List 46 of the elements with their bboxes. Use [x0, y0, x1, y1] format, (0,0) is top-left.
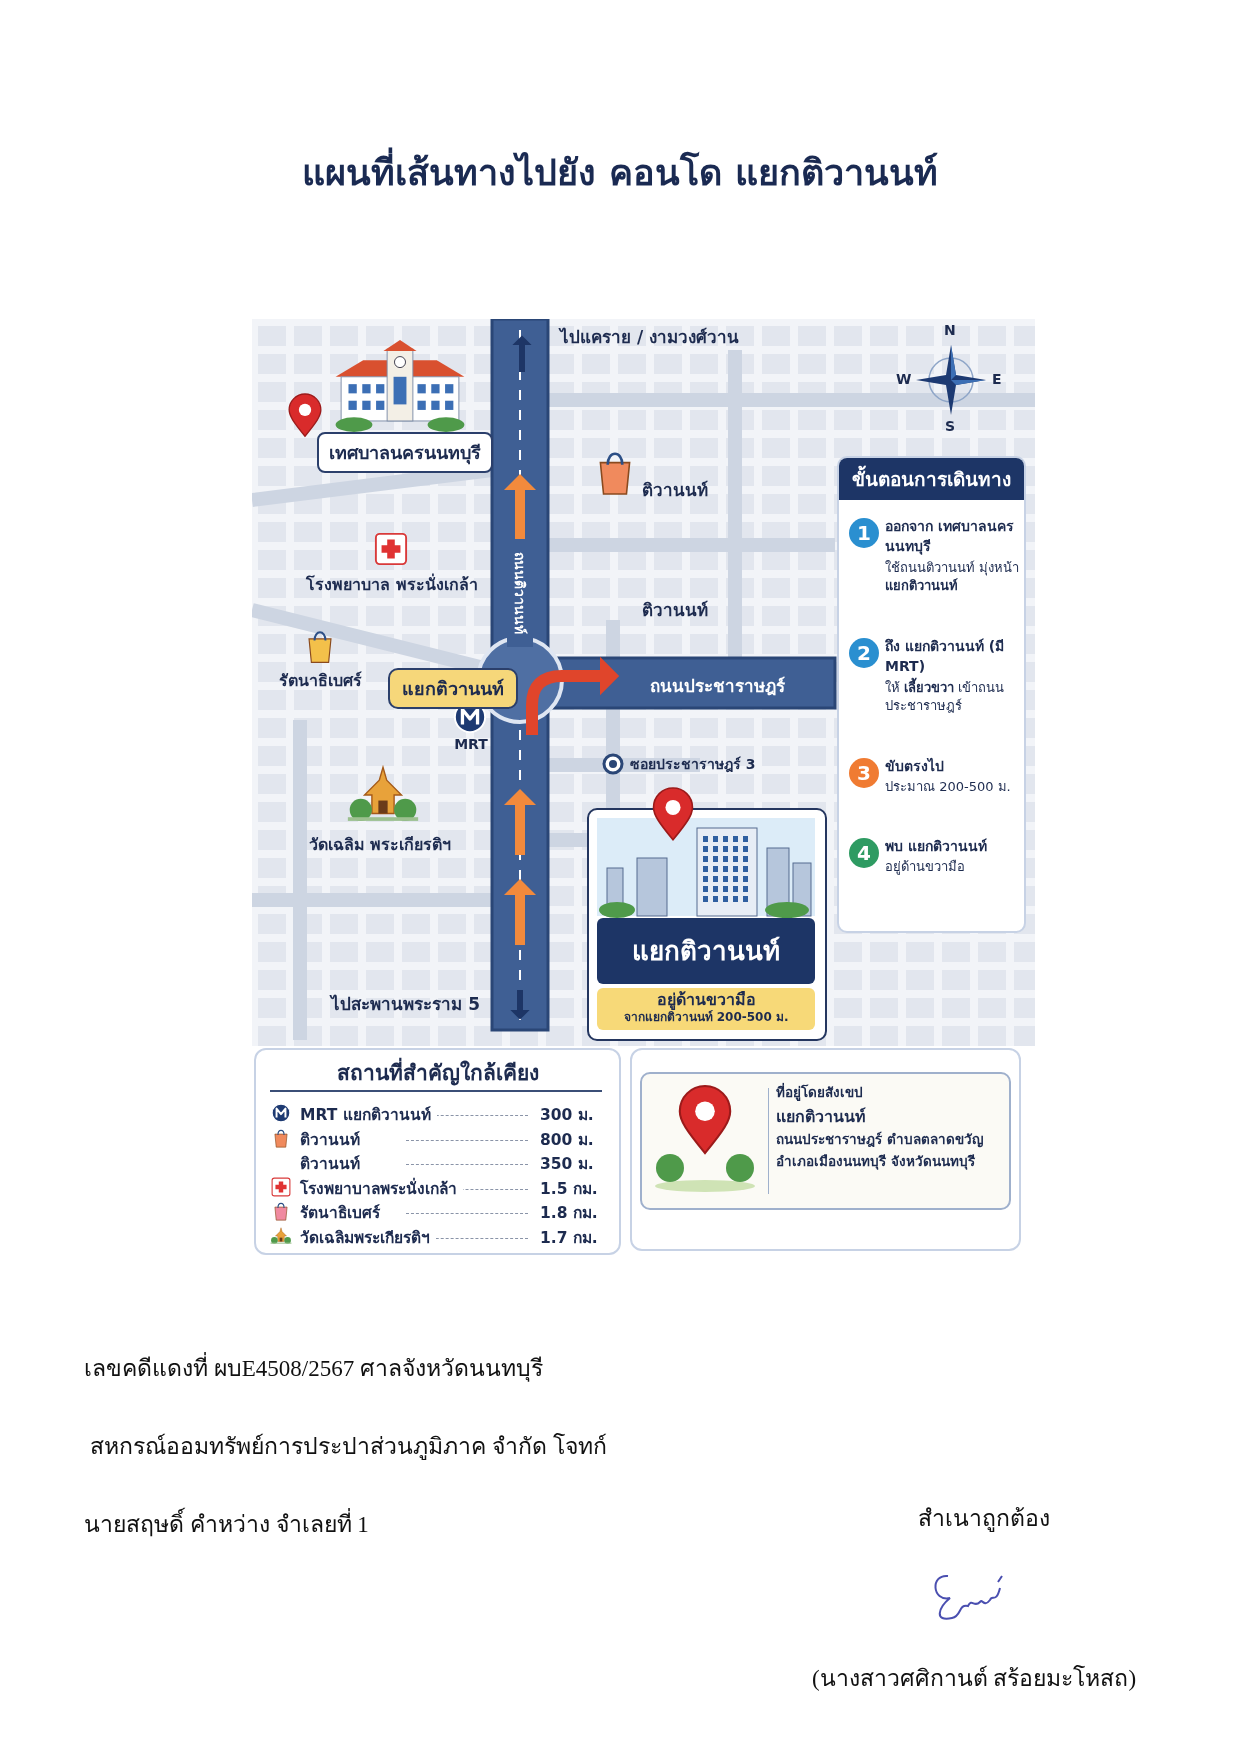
road-label: ไปสะพานพระราม 5 [328, 993, 480, 1016]
note-text: จากแยกติวานนท์ 200-500 ม. [622, 1010, 790, 1025]
document-text: นายสฤษดิ์ คำหว่าง จำเลยที่ 1 [84, 1506, 369, 1542]
intersection-label: แยกติวานนท์ [388, 668, 518, 709]
compass-letter: S [945, 418, 956, 434]
panel-header: ขั้นตอนการเดินทาง [839, 458, 1024, 500]
step-text: ถึง แยกติวานนท์ (มี MRT) [885, 637, 1006, 677]
property-name-banner: แยกติวานนท์ [597, 918, 815, 984]
address-box [640, 1072, 1011, 1210]
landmark-label: เทศบาลนครนนทบุรี [317, 432, 493, 473]
compass-letter: W [896, 371, 912, 387]
step-number: 3 [849, 758, 879, 788]
nearby-places-panel [254, 1048, 621, 1255]
signer-name: (นางสาวศศิกานต์ สร้อยมะโหสถ) [812, 1664, 1137, 1693]
step-number: 4 [849, 838, 879, 868]
compass-letter: N [944, 322, 956, 338]
note-heading: อยู่ด้านขวามือ [656, 989, 757, 1010]
step-text: พบ แยกติวานนท์ [885, 837, 988, 856]
address-name: แยกติวานนท์ [776, 1105, 867, 1128]
address-text: ถนนประชาราษฎร์ ตำบลตลาดขวัญ อำเภอเมืองนนทบุรี จังหวัดนนทบุรี [776, 1130, 985, 1172]
step-text: ออกจาก เทศบาลนครนนทบุรี [885, 517, 1015, 557]
road-label: ซอยประชาราษฎร์ 3 [630, 755, 756, 775]
address-heading: ที่อยู่โดยสังเขป [776, 1082, 864, 1103]
panel-header: สถานที่สำคัญใกล้เคียง [256, 1056, 619, 1089]
step-number: 2 [849, 638, 879, 668]
road-label: ถนนประชาราษฎร์ [650, 675, 785, 698]
document-text: สหกรณ์ออมทรัพย์การประปาส่วนภูมิภาค จำกัด โจทก์ [90, 1432, 607, 1462]
step-text: ประมาณ 200-500 ม. [885, 778, 1012, 797]
certification-text: สำเนาถูกต้อง [918, 1505, 1050, 1534]
compass-letter: E [992, 371, 1002, 387]
directions-panel [837, 456, 1026, 933]
place-label: ติวานนท์ [642, 479, 708, 502]
metro-label: MRT [453, 736, 489, 752]
distance-note [597, 988, 815, 1030]
step-text: อยู่ด้านขวามือ [885, 858, 966, 877]
road-label: ไปแคราย / งามวงศ์วาน [560, 326, 740, 349]
place-label: โรงพยาบาล พระนั่งเกล้า [305, 572, 479, 596]
step-text: ให้ เลี้ยวขวา เข้าถนนประชาราษฎร์ [885, 678, 1006, 716]
document-text: เลขคดีแดงที่ ผบE4508/2567 ศาลจังหวัดนนทบุรี [84, 1350, 543, 1386]
place-label: วัดเฉลิม พระเกียรติฯ [307, 834, 453, 856]
step-text: ใช้ถนนติวานนท์ มุ่งหน้า แยกติวานนท์ [885, 558, 1021, 596]
step-number: 1 [849, 518, 879, 548]
step-text: ขับตรงไป [885, 757, 945, 776]
place-label: ติวานนท์ [642, 599, 708, 622]
road-label: ถนนติวานนท์ [507, 539, 533, 647]
place-label: รัตนาธิเบศร์ [277, 670, 363, 692]
